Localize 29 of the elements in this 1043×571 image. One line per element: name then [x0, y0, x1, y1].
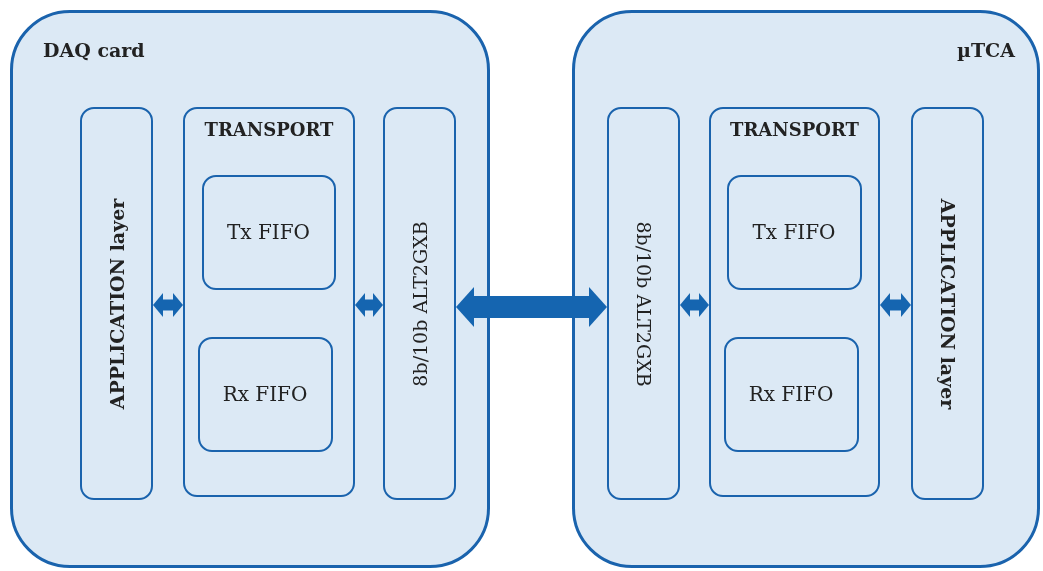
group-box	[709, 107, 880, 497]
block-label: APPLICATION layer	[936, 198, 959, 409]
block-label: Tx FIFO	[752, 220, 836, 244]
panel-title: DAQ card	[43, 39, 145, 61]
block-label: Rx FIFO	[222, 382, 308, 406]
double-arrow	[880, 293, 911, 317]
block-box	[726, 174, 862, 290]
double-arrow	[355, 293, 383, 317]
group-box	[183, 107, 355, 497]
system-panel	[10, 10, 490, 568]
block-box	[383, 107, 456, 500]
block-box	[80, 107, 153, 500]
panel-title: µTCA	[957, 39, 1015, 61]
block-box	[201, 174, 336, 290]
system-panel	[572, 10, 1040, 568]
group-title: TRANSPORT	[730, 119, 859, 140]
double-arrow	[680, 293, 709, 317]
block-label: Tx FIFO	[227, 220, 310, 244]
block-label: 8b/10b ALT2GXB	[408, 220, 431, 387]
block-label: 8b/10b ALT2GXB	[632, 220, 655, 387]
block-label: APPLICATION layer	[105, 198, 128, 409]
block-box	[197, 336, 333, 452]
group-title: TRANSPORT	[204, 119, 334, 140]
double-arrow	[153, 293, 183, 317]
block-label: Rx FIFO	[748, 382, 834, 406]
block-box	[607, 107, 680, 500]
block-box	[911, 107, 984, 500]
block-box	[723, 336, 859, 452]
double-arrow	[456, 287, 607, 327]
